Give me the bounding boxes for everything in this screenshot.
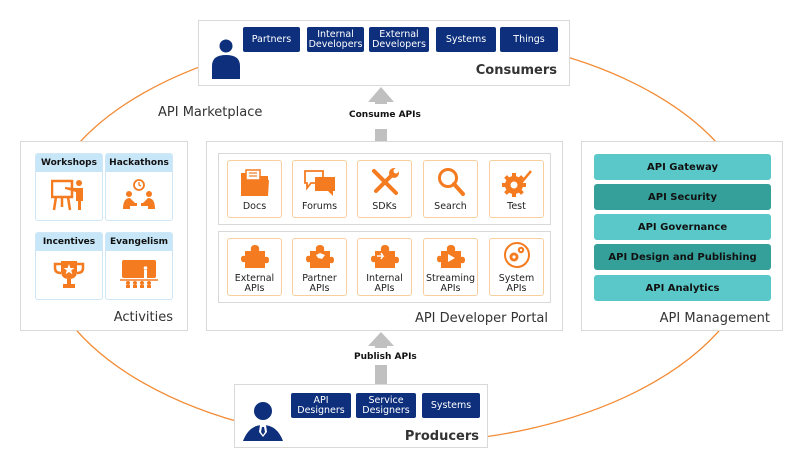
consumers-title: Consumers [475,63,557,78]
consumer-external-developers: External Developers [369,27,429,52]
activities-box: Workshops Hackathons Inc [20,141,188,331]
activity-label: Evangelism [106,233,172,251]
mgmt-api-gateway: API Gateway [594,154,771,180]
tool-label: Forums [301,201,338,212]
gear-check-icon [501,170,532,197]
tool-label: Test [507,201,526,212]
tool-forums: Forums [292,160,347,218]
consumer-partners: Partners [243,27,300,52]
mgmt-api-governance: API Governance [594,214,771,240]
magnifier-icon [437,168,465,196]
api-streaming: Streaming APIs [423,238,478,296]
activities-title: Activities [113,310,173,325]
mgmt-api-analytics: API Analytics [594,275,771,301]
portal-apis-panel: External APIs Partner APIs Internal APIs [218,231,551,303]
consumer-systems: Systems [436,27,496,52]
producers-title: Producers [404,429,479,444]
producer-api-designers: API Designers [291,393,351,418]
presentation-icon [51,179,83,211]
tools-icon [371,168,399,195]
activity-hackathons: Hackathons [105,153,173,221]
activity-incentives: Incentives [35,232,103,300]
api-partner: Partner APIs [292,238,347,296]
consumers-box: Partners Internal Developers External De… [198,20,570,86]
producers-box: API Designers Service Designers Systems … [234,384,488,448]
consume-arrow-icon [368,87,394,143]
api-management-title: API Management [659,311,770,326]
puzzle-handshake-icon [305,245,334,268]
api-label: Internal APIs [366,273,403,294]
api-external: External APIs [227,238,282,296]
api-label: Partner APIs [302,273,337,294]
api-label: System APIs [498,273,535,294]
publish-apis-label: Publish APIs [354,352,417,362]
puzzle-play-icon [436,245,465,268]
activity-workshops: Workshops [35,153,103,221]
api-system: System APIs [489,238,544,296]
person-icon [212,39,240,79]
consumer-internal-developers: Internal Developers [307,27,364,52]
api-internal: Internal APIs [357,238,412,296]
producer-systems: Systems [422,393,480,418]
developer-portal-box: Docs Forums SDKs [206,141,563,331]
folder-icon [240,169,269,196]
publish-arrow-icon [368,332,394,385]
mgmt-api-design-publishing: API Design and Publishing [594,244,771,270]
developer-portal-title: API Developer Portal [414,311,548,326]
tool-label: Search [434,201,467,212]
consumer-things: Things [500,27,558,52]
tool-search: Search [423,160,478,218]
marketplace-label: API Marketplace [158,105,263,120]
puzzle-icon [240,245,269,268]
puzzle-arrow-icon [370,245,399,268]
audience-screen-icon [120,260,158,288]
collaboration-clock-icon [123,179,155,209]
consume-apis-label: Consume APIs [349,110,421,120]
activity-label: Hackathons [106,154,172,172]
businessman-icon [243,402,283,441]
activity-evangelism: Evangelism [105,232,173,300]
activity-label: Incentives [36,233,102,251]
producer-service-designers: Service Designers [356,393,416,418]
activity-label: Workshops [36,154,102,172]
chat-bubbles-icon [303,170,335,196]
trophy-icon [53,261,85,288]
tool-docs: Docs [227,160,282,218]
tool-sdks: SDKs [357,160,412,218]
tool-label: SDKs [372,201,397,212]
portal-tools-panel: Docs Forums SDKs [218,153,551,225]
api-label: Streaming APIs [425,273,476,294]
tool-test: Test [489,160,544,218]
gears-circle-icon [503,242,530,268]
api-label: External APIs [234,273,275,294]
mgmt-api-security: API Security [594,184,771,210]
tool-label: Docs [242,201,267,212]
